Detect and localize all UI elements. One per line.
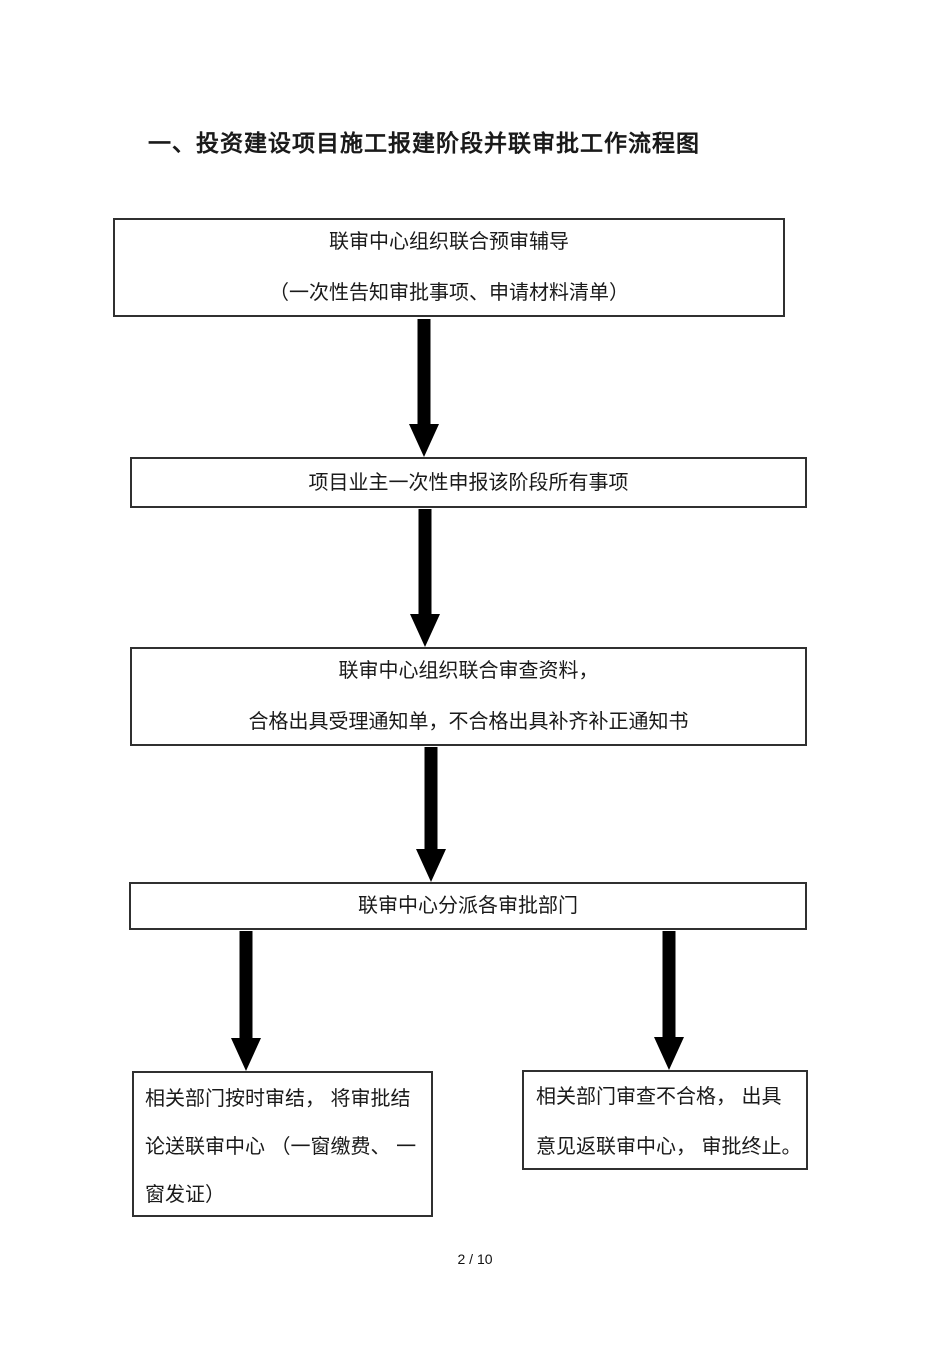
arrow-head [416,849,446,882]
flow-box-text-line: 联审中心组织联合预审辅导 [329,231,569,253]
flow-box-text-line: 相关部门审查不合格， 出具 [536,1086,782,1108]
arrow-head [231,1038,261,1071]
arrow-down-icon [409,319,439,457]
flow-box-owner-declaration: 项目业主一次性申报该阶段所有事项 [130,457,807,508]
flow-box-text-line: 联审中心组织联合审查资料， [338,660,599,682]
flow-box-pre-review-guidance: 联审中心组织联合预审辅导 （一次性告知审批事项、申请材料清单） [113,218,785,317]
flow-box-text-line: 论送联审中心 （一窗缴费、 一 [145,1136,417,1158]
arrow-stem [239,931,253,1040]
arrow-stem [417,319,431,426]
flow-box-text-line: 窗发证） [145,1184,225,1206]
arrow-down-icon [416,747,446,882]
flow-box-text-line: （一次性告知审批事项、申请材料清单） [269,282,629,304]
flow-box-departments-conclude: 相关部门按时审结， 将审批结 论送联审中心 （一窗缴费、 一 窗发证） [132,1071,433,1217]
arrow-down-icon [410,509,440,647]
page-number: 2 / 10 [457,1251,493,1267]
arrow-head [410,614,440,647]
page-title: 一、投资建设项目施工报建阶段并联审批工作流程图 [148,130,700,156]
arrow-head [409,424,439,457]
arrow-down-left-branch-icon [231,931,261,1071]
flow-box-joint-material-review: 联审中心组织联合审查资料， 合格出具受理通知单，不合格出具补齐补正通知书 [130,647,807,746]
flow-box-text-line: 合格出具受理通知单，不合格出具补齐补正通知书 [248,711,689,733]
arrow-head [654,1037,684,1070]
flow-box-review-failed: 相关部门审查不合格， 出具 意见返联审中心， 审批终止。 [522,1070,808,1170]
arrow-down-right-branch-icon [654,931,684,1070]
arrow-stem [418,509,432,616]
flow-box-text-line: 意见返联审中心， 审批终止。 [536,1136,802,1158]
arrow-stem [662,931,676,1039]
flow-box-dispatch-departments: 联审中心分派各审批部门 [129,882,807,930]
flow-box-text-line: 相关部门按时审结， 将审批结 [145,1088,411,1110]
flow-box-text-line: 项目业主一次性申报该阶段所有事项 [308,471,629,494]
flow-box-text-line: 联审中心分派各审批部门 [358,895,578,917]
arrow-stem [424,747,438,851]
